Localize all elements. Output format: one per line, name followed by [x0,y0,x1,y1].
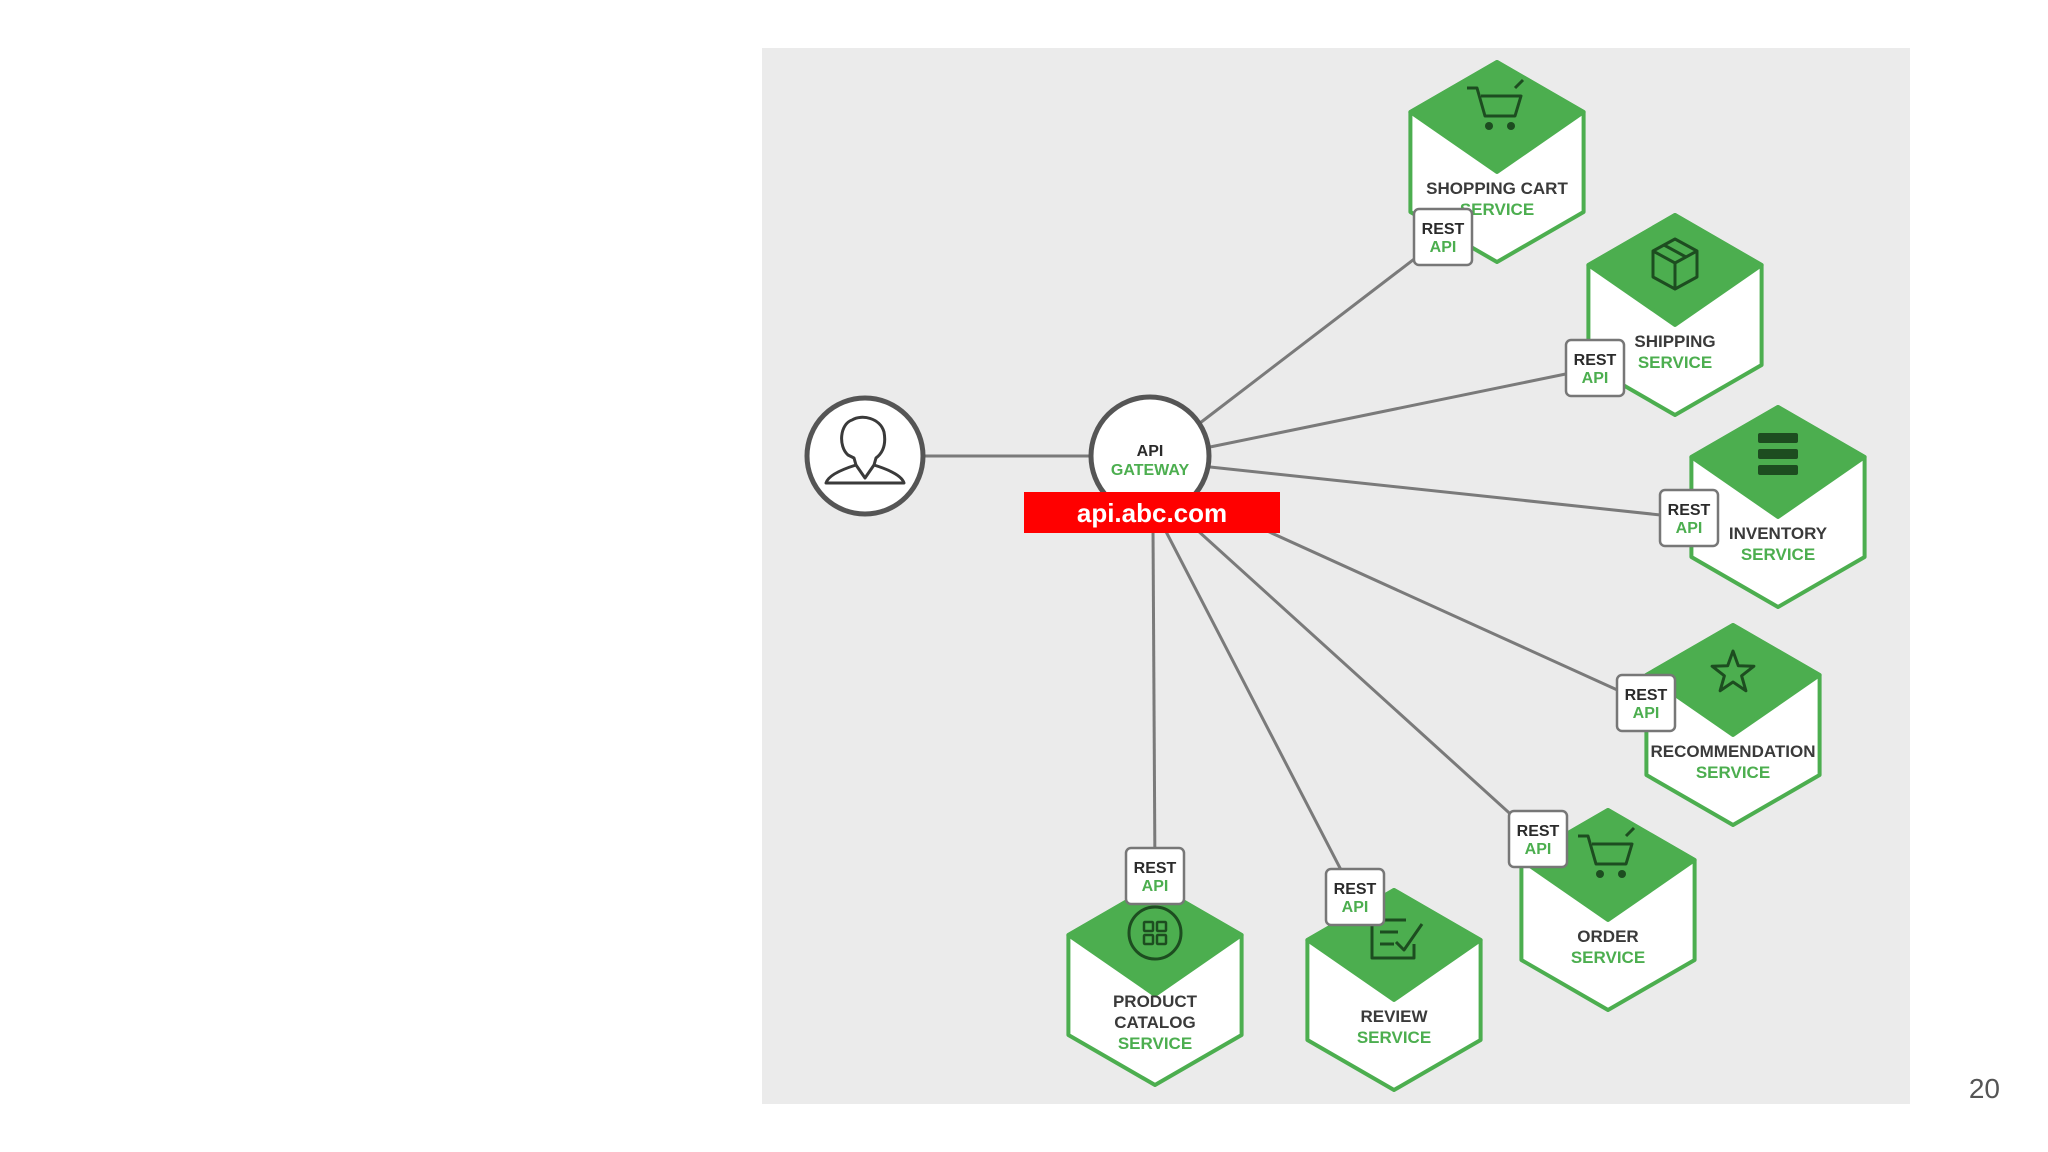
edge-gateway-review [1158,519,1357,898]
gateway-label-line2: GATEWAY [1111,462,1190,479]
shipping-title: SHIPPING [1634,332,1715,351]
star-icon [1710,649,1756,693]
badge-label-api: API [1525,841,1552,858]
review-title: REVIEW [1360,1007,1428,1026]
cart-icon [1578,826,1636,878]
badge-label-rest: REST [1134,860,1177,877]
product-catalog-title: PRODUCT [1113,992,1198,1011]
user-icon [824,415,906,485]
stack-icon [1758,433,1798,475]
badge-label-api: API [1633,705,1660,722]
badge-label-rest: REST [1334,881,1377,898]
badge-label-rest: REST [1574,352,1617,369]
cart-icon [1467,78,1525,130]
shipping-service-node: SHIPPING SERVICE [1586,213,1764,417]
badge-label-api: API [1676,520,1703,537]
edge-gateway-order [1173,508,1540,841]
badge-label-api: API [1342,899,1369,916]
review-subtitle: SERVICE [1357,1028,1431,1047]
badge-label-rest: REST [1422,221,1465,238]
gateway-url-text: api.abc.com [1077,498,1227,528]
shipping-subtitle: SERVICE [1638,353,1712,372]
recommendation-service-node: RECOMMENDATION SERVICE [1644,623,1822,827]
badge-label-api: API [1430,239,1457,256]
inventory-title: INVENTORY [1729,524,1828,543]
box-icon [1651,237,1699,291]
edge-gateway-shopping-cart [1199,235,1444,425]
review-icon [1370,918,1424,960]
edge-gateway-inventory [1209,465,1690,520]
inventory-service-node: INVENTORY SERVICE [1689,405,1867,609]
shopping-cart-title: SHOPPING CART [1426,179,1568,198]
recommendation-title: RECOMMENDATION [1651,742,1816,761]
shopping-cart-subtitle: SERVICE [1460,200,1534,219]
connectors [923,235,1690,898]
product-catalog-title: CATALOG [1114,1013,1196,1032]
order-title: ORDER [1577,927,1638,946]
badge-label-rest: REST [1625,687,1668,704]
api-gateway-node: API GATEWAY [1088,394,1212,518]
order-subtitle: SERVICE [1571,948,1645,967]
grid-icon [1127,905,1183,961]
badge-label-rest: REST [1517,823,1560,840]
page-number: 20 [1969,1073,2000,1104]
inventory-subtitle: SERVICE [1741,545,1815,564]
edge-gateway-product-catalog [1151,527,1157,877]
badge-label-rest: REST [1668,502,1711,519]
gateway-label-line1: API [1137,443,1164,460]
product-catalog-service-node: PRODUCT CATALOG SERVICE [1066,883,1244,1087]
gateway-url-label: api.abc.com [1024,492,1280,533]
badge-label-api: API [1142,878,1169,895]
recommendation-subtitle: SERVICE [1696,763,1770,782]
badge-label-api: API [1582,370,1609,387]
edge-gateway-shipping [1209,366,1596,449]
client-node [804,395,926,517]
services: SHOPPING CARTSERVICERESTAPISHIPPINGSERVI… [1066,60,1867,1092]
product-catalog-subtitle: SERVICE [1118,1034,1192,1053]
